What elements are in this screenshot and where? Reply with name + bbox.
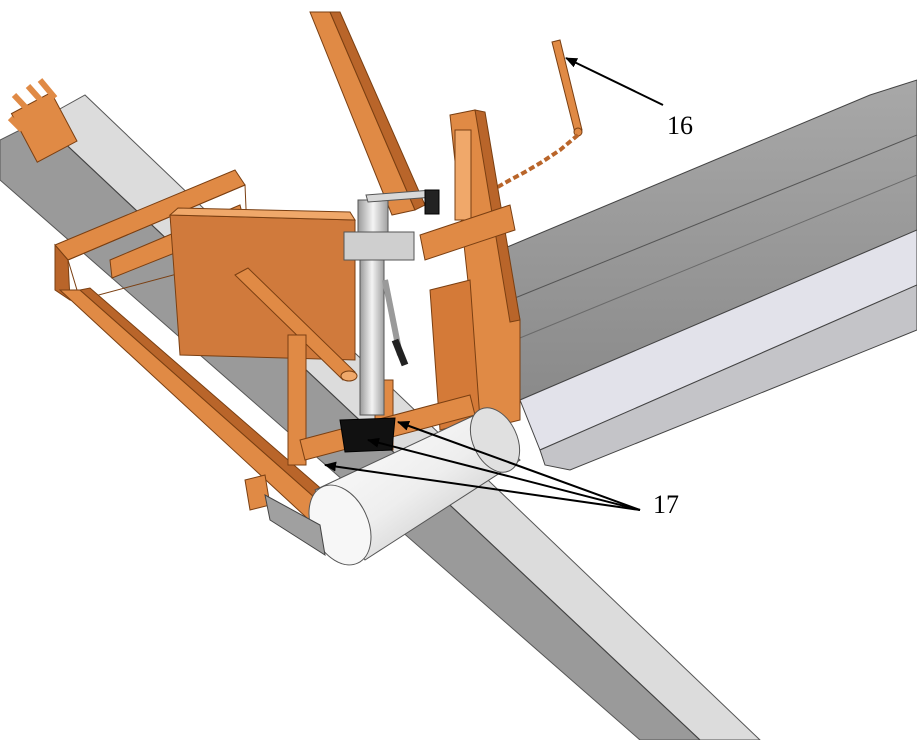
callout-17: 17: [653, 490, 679, 519]
callout-16: 16: [667, 111, 693, 140]
mast-assembly: [419, 109, 521, 431]
leader-lines: [324, 57, 664, 511]
leader-17-c: [397, 421, 641, 511]
roller: [308, 407, 521, 566]
leader-17-a: [324, 461, 641, 511]
leader-16: [565, 57, 664, 106]
upper-arm: [309, 11, 426, 216]
chain-and-pin: [495, 39, 583, 190]
hose-connectors: [7, 78, 78, 163]
handle-bar: [234, 267, 358, 382]
leader-17-b: [367, 437, 641, 511]
scraper-bracket: [244, 474, 326, 557]
main-box-beam: [499, 79, 917, 471]
